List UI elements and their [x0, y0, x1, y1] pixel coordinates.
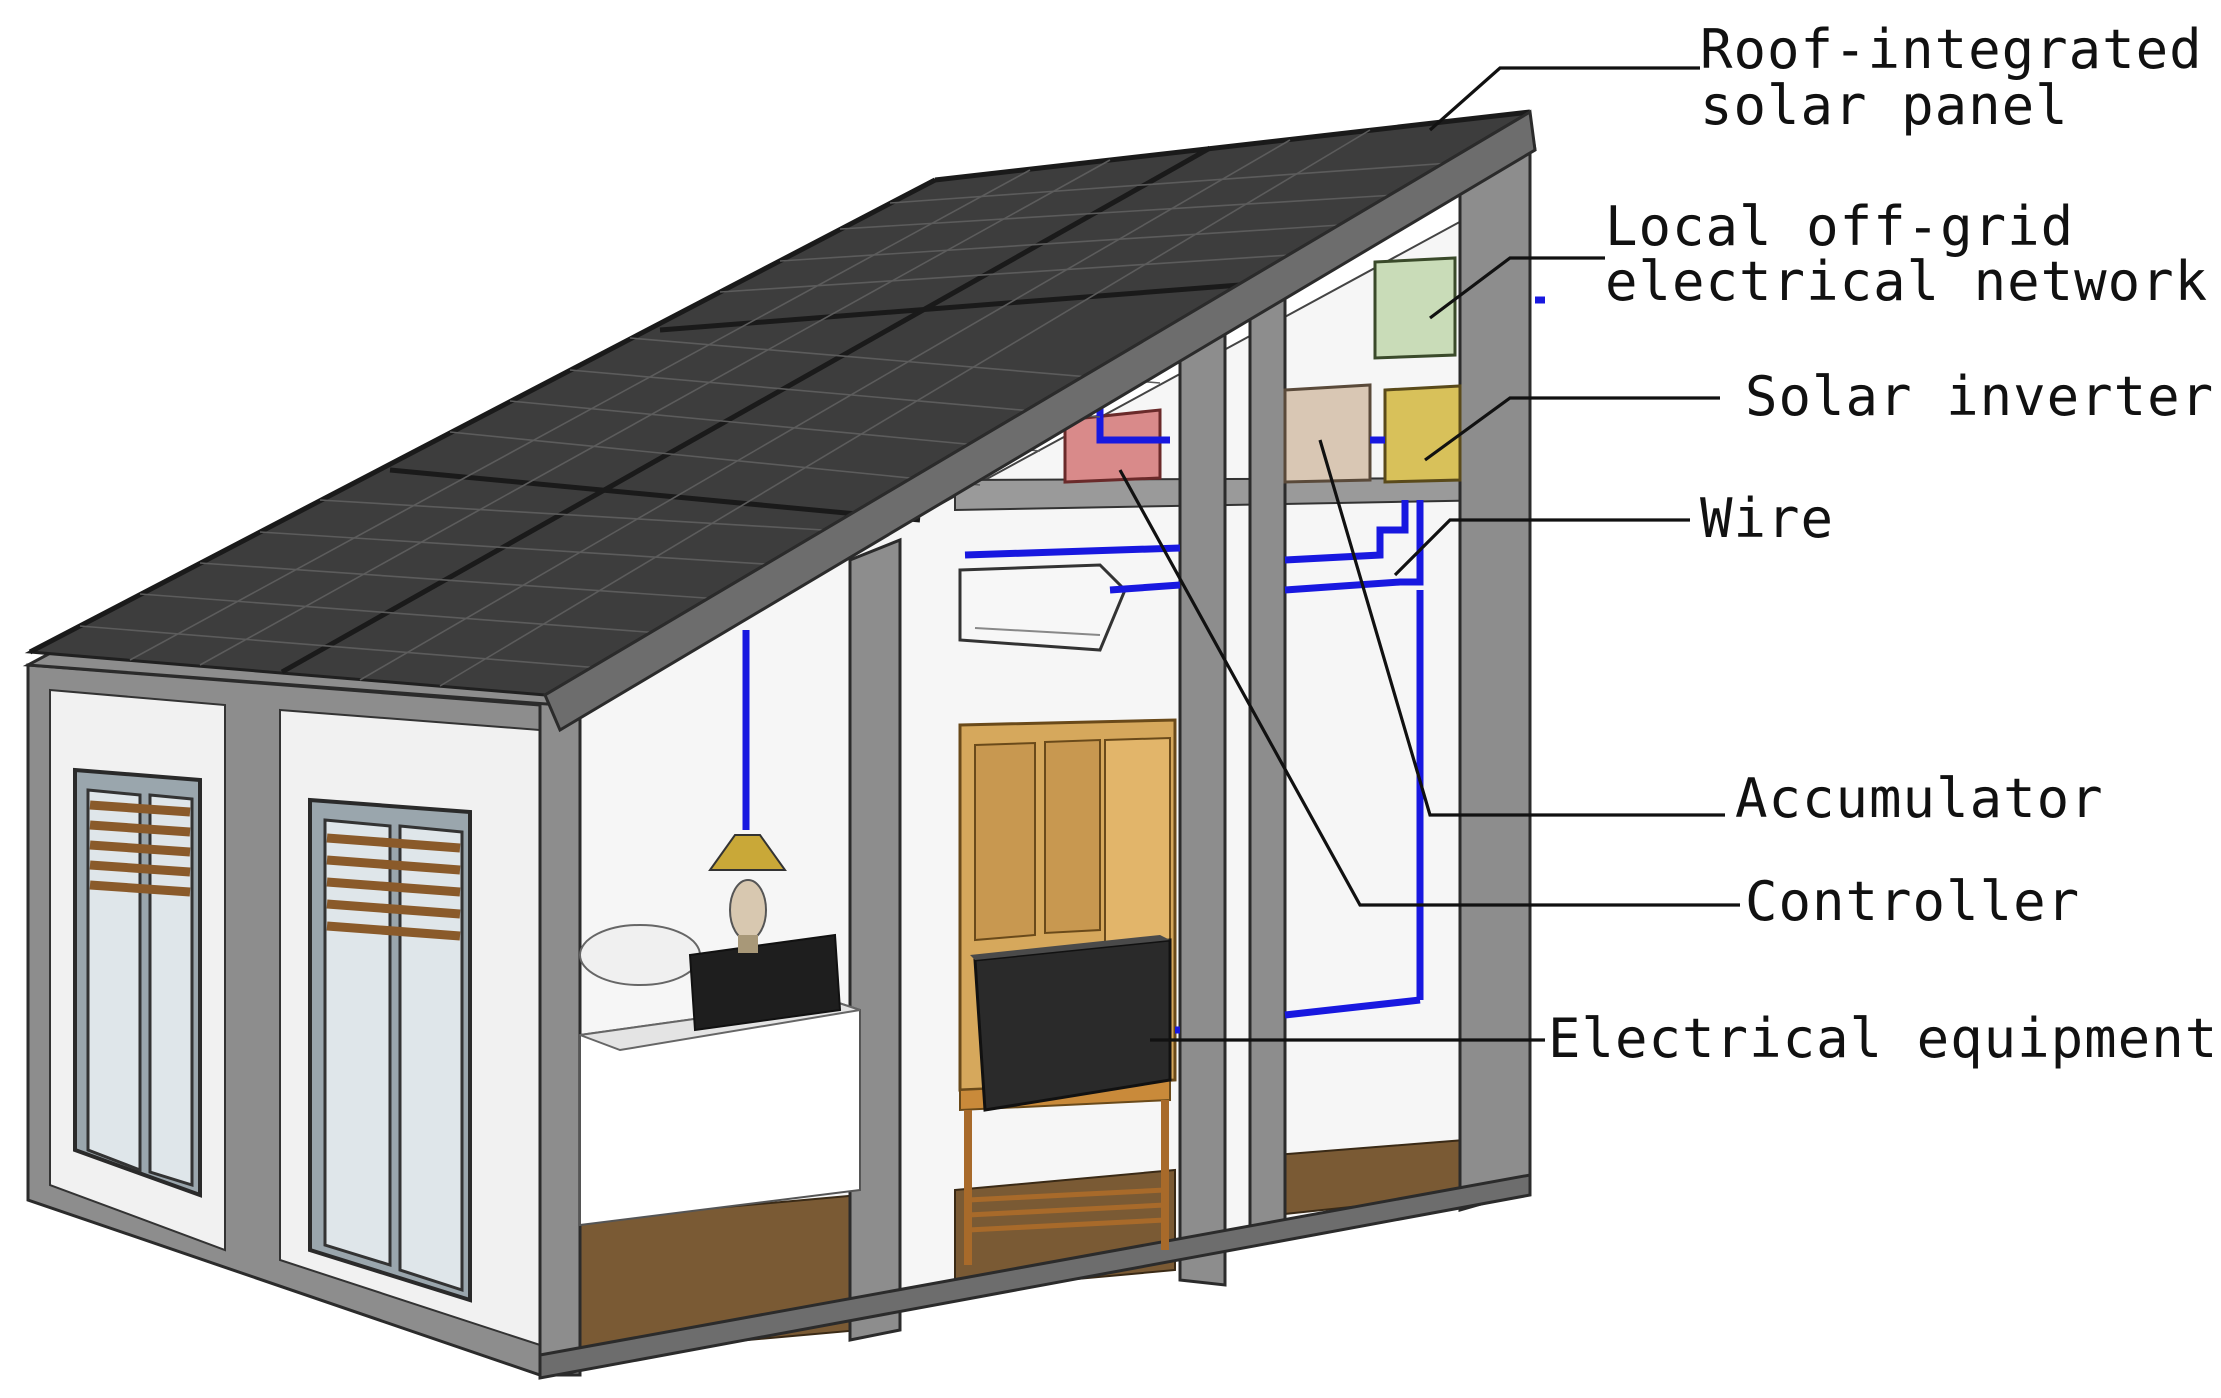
window-left-2: [308, 797, 472, 1303]
label-network-line2: electrical network: [1605, 250, 2208, 313]
house-illustration: [22, 109, 1545, 1380]
network-box: [1373, 256, 1457, 360]
leader-lines: [1118, 66, 1740, 1042]
leader-roof-panel: [1428, 66, 1700, 132]
accumulator-box: [1283, 383, 1372, 484]
bed: [579, 924, 861, 1227]
column-4: [1248, 295, 1287, 1237]
label-roof-panel-line2: solar panel: [1700, 74, 2069, 137]
column-1: [538, 698, 582, 1377]
controller-box: [1063, 408, 1162, 484]
air-conditioner: [958, 563, 1127, 652]
base-beam: [538, 1173, 1532, 1380]
window-left-1: [73, 767, 202, 1198]
leader-wire: [1393, 518, 1690, 577]
label-inverter: Solar inverter: [1745, 365, 2214, 428]
leader-controller: [1118, 469, 1740, 907]
inverter-box: [1383, 384, 1462, 484]
leader-accumulator: [1318, 439, 1725, 817]
label-equipment: Electrical equipment: [1548, 1007, 2218, 1070]
leader-inverter: [1424, 396, 1720, 462]
label-controller: Controller: [1745, 870, 2080, 933]
tv: [970, 935, 1172, 1112]
label-roof-panel-line1: Roof-integrated: [1700, 18, 2203, 81]
label-wire: Wire: [1700, 487, 1834, 550]
lamp: [708, 630, 787, 953]
label-accumulator: Accumulator: [1735, 767, 2104, 830]
column-2: [848, 537, 902, 1342]
labels: Roof-integrated solar panel Local off-gr…: [1548, 18, 2218, 1070]
column-5: [1458, 147, 1532, 1212]
leader-network: [1429, 256, 1605, 320]
column-3: [1178, 332, 1227, 1287]
roof: [22, 109, 1537, 733]
label-network-line1: Local off-grid: [1605, 195, 2074, 258]
wiring: [964, 296, 1545, 1034]
